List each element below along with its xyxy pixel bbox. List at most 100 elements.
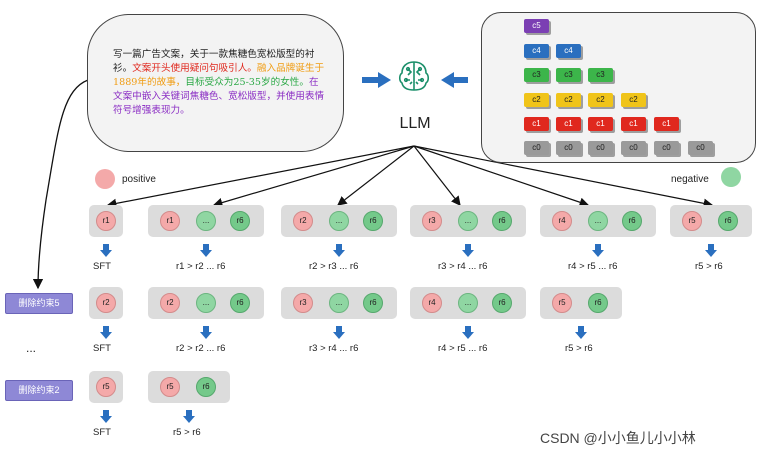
constraints-to-llm-arrow <box>441 72 468 88</box>
down-arrow-icon <box>592 244 604 257</box>
constraint-block-c5: c5 <box>524 19 549 33</box>
down-arrow-icon <box>183 410 195 423</box>
ranking-label: SFT <box>93 261 111 272</box>
response-node-ellipsis: ... <box>196 211 216 231</box>
constraint-block-c2: c2 <box>556 93 581 107</box>
response-node-negative: r6 <box>588 293 608 313</box>
sft-sample-box: r1 <box>89 205 123 237</box>
prompt-constraint-emoji: 并使用表情符号增强表现力。 <box>113 91 325 116</box>
constraint-block-c2: c2 <box>588 93 613 107</box>
ranking-group-box: r3... r6 <box>410 205 526 237</box>
constraint-block-c0: c0 <box>524 141 549 155</box>
ranking-label: r3 > r4 ... r6 <box>438 261 488 272</box>
brain-chip-icon <box>398 61 430 91</box>
constraint-block-c2: c2 <box>621 93 646 107</box>
prompt-constraint-keywords: 在文案中嵌入关键词焦糖色、宽松版型， <box>113 77 319 102</box>
response-node-ellipsis: ... <box>329 211 349 231</box>
ranking-group-box: r4...r6 <box>410 287 526 319</box>
response-node-ellipsis: ... <box>458 211 478 231</box>
response-node-positive: r5 <box>552 293 572 313</box>
response-node-positive: r2 <box>96 293 116 313</box>
down-arrow-icon <box>100 410 112 423</box>
response-node-negative: r6 <box>363 211 383 231</box>
negative-legend-label: negative <box>671 174 709 185</box>
response-node-positive: r2 <box>293 211 313 231</box>
ranking-group-box: r2... r6 <box>281 205 397 237</box>
row-ellipsis: ... <box>26 341 37 355</box>
response-node-negative: r6 <box>363 293 383 313</box>
constraint-block-c1: c1 <box>524 117 549 131</box>
down-arrow-icon <box>200 244 212 257</box>
response-node-negative: r6 <box>230 211 250 231</box>
ranking-group-box: r4...r6 <box>540 205 656 237</box>
llm-label: LLM <box>399 115 431 132</box>
down-arrow-icon <box>705 244 717 257</box>
response-node-positive: r5 <box>96 377 116 397</box>
down-arrow-icon <box>333 244 345 257</box>
constraint-removed-2-box: 删除约束2 <box>5 380 73 401</box>
response-node-positive: r5 <box>160 377 180 397</box>
constraint-block-c0: c0 <box>588 141 613 155</box>
response-node-ellipsis: ... <box>329 293 349 313</box>
positive-legend-dot <box>95 169 115 189</box>
positive-legend-label: positive <box>122 174 156 185</box>
response-node-ellipsis: ... <box>196 293 216 313</box>
constraint-removed-5-box: 删除约束5 <box>5 293 73 314</box>
ranking-group-box: r1... r6 <box>148 205 264 237</box>
response-node-positive: r4 <box>422 293 442 313</box>
ranking-label: r2 > r2 ... r6 <box>176 343 226 354</box>
watermark: CSDN @小小鱼儿小小林 <box>540 430 696 446</box>
ranking-label: SFT <box>93 427 111 438</box>
constraint-block-c0: c0 <box>621 141 646 155</box>
response-node-positive: r3 <box>293 293 313 313</box>
prompt-constraint-audience: 目标受众为25-35岁的女性。 <box>185 77 309 88</box>
prompt-intro: 写一篇广告文案，关于一款焦糖色宽松版型的衬衫。 <box>113 49 315 74</box>
negative-legend-dot <box>721 167 741 187</box>
response-node-ellipsis: ... <box>458 293 478 313</box>
ranking-label: r3 > r4 ... r6 <box>309 343 359 354</box>
down-arrow-icon <box>100 244 112 257</box>
response-node-negative: r6 <box>196 377 216 397</box>
prompt-to-constraint-connector <box>32 79 89 290</box>
constraint-block-c3: c3 <box>588 68 613 82</box>
ranking-label: r1 > r2 ... r6 <box>176 261 226 272</box>
constraint-block-c1: c1 <box>654 117 679 131</box>
response-node-negative: r6 <box>718 211 738 231</box>
prompt-constraint-brand: 融入品牌诞生于1889年的故事， <box>113 63 325 88</box>
ranking-label: SFT <box>93 343 111 354</box>
response-node-negative: r6 <box>492 211 512 231</box>
response-node-positive: r1 <box>96 211 116 231</box>
ranking-label: r5 > r6 <box>173 427 201 438</box>
prompt-constraint-question: 文案开头使用疑问句吸引人。 <box>132 63 257 74</box>
response-node-positive: r3 <box>422 211 442 231</box>
sft-sample-box: r2 <box>89 287 123 319</box>
constraint-tray <box>481 12 756 163</box>
down-arrow-icon <box>200 326 212 339</box>
ranking-group-box: r2... r6 <box>148 287 264 319</box>
constraint-block-c4: c4 <box>556 44 581 58</box>
down-arrow-icon <box>575 326 587 339</box>
sft-sample-box: r5 <box>89 371 123 403</box>
prompt-bubble <box>87 14 344 152</box>
down-arrow-icon <box>462 244 474 257</box>
ranking-label: r5 > r6 <box>565 343 593 354</box>
response-node-positive: r2 <box>160 293 180 313</box>
constraint-block-c0: c0 <box>556 141 581 155</box>
ranking-label: r2 > r3 ... r6 <box>309 261 359 272</box>
constraint-block-c3: c3 <box>524 68 549 82</box>
down-arrow-icon <box>333 326 345 339</box>
constraint-block-c1: c1 <box>588 117 613 131</box>
response-node-negative: r6 <box>622 211 642 231</box>
prompt-text: 写一篇广告文案，关于一款焦糖色宽松版型的衬衫。文案开头使用疑问句吸引人。融入品牌… <box>113 48 326 118</box>
down-arrow-icon <box>100 326 112 339</box>
constraint-block-c1: c1 <box>621 117 646 131</box>
prompt-to-llm-arrow <box>362 72 391 88</box>
response-node-positive: r1 <box>160 211 180 231</box>
ranking-group-box: r5 r6 <box>540 287 622 319</box>
ranking-label: r4 > r5 ... r6 <box>568 261 618 272</box>
response-node-negative: r6 <box>230 293 250 313</box>
response-node-ellipsis: ... <box>588 211 608 231</box>
constraint-block-c4: c4 <box>524 44 549 58</box>
constraint-block-c0: c0 <box>688 141 713 155</box>
